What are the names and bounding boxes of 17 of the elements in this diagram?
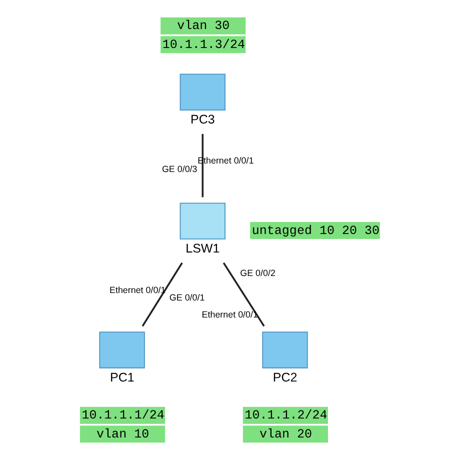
node-label: vlan 10: [96, 427, 150, 442]
node-label: vlan 30: [177, 19, 230, 34]
label: GE 0/0/2: [240, 268, 276, 278]
node-label: 10.1.1.2/24: [244, 408, 328, 423]
label: GE 0/0/1: [169, 292, 205, 303]
node-label: PC3: [190, 112, 215, 127]
node-label: 10.1.1.3/24: [162, 38, 245, 52]
connector: [202, 134, 204, 198]
node-label: vlan 20: [259, 427, 312, 442]
node-label: LSW1: [186, 242, 220, 256]
node-label: PC1: [110, 370, 134, 384]
connector: [142, 262, 183, 327]
node-label: PC2: [272, 370, 298, 384]
label: GE 0/0/3: [162, 164, 198, 174]
node-label: untagged 10 20 30: [252, 224, 380, 238]
connector: [222, 262, 265, 327]
node-label: 10.1.1.1/24: [82, 408, 164, 423]
